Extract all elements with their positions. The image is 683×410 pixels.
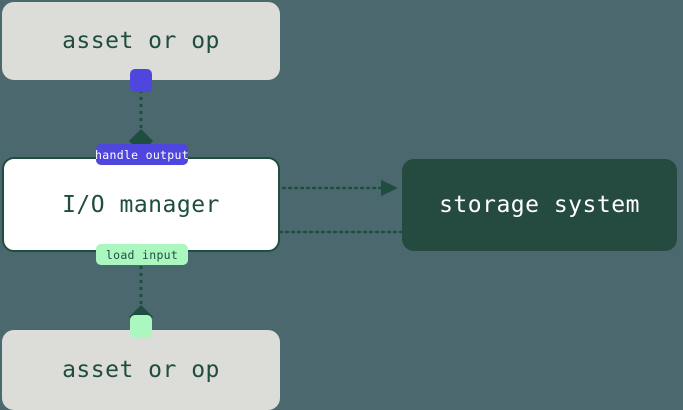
edge-label-handle-output-text: handle output <box>95 147 189 162</box>
node-io-manager-label: I/O manager <box>62 191 220 218</box>
edge-label-load-input-text: load input <box>105 247 179 262</box>
node-asset-or-op-top[interactable]: asset or op <box>2 2 280 80</box>
input-port-marker-icon <box>130 315 152 338</box>
edge-label-load-input[interactable]: load input <box>96 244 188 265</box>
edge-label-handle-output[interactable]: handle output <box>95 144 189 165</box>
output-port-marker-icon <box>130 69 152 92</box>
node-io-manager[interactable]: I/O manager <box>2 157 280 252</box>
node-asset-or-op-top-label: asset or op <box>62 28 220 54</box>
node-storage-system-label: storage system <box>439 192 640 218</box>
node-storage-system[interactable]: storage system <box>402 159 677 251</box>
node-asset-or-op-bottom[interactable]: asset or op <box>2 330 280 410</box>
node-asset-or-op-bottom-label: asset or op <box>62 357 220 383</box>
